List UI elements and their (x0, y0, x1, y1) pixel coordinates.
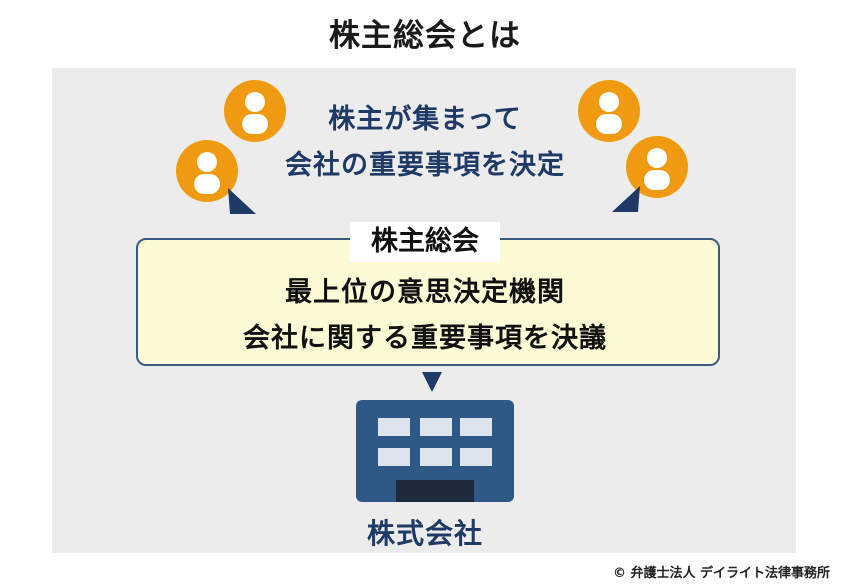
shareholder-person-icon (578, 80, 640, 142)
headline-line-2: 会社の重要事項を決定 (285, 150, 565, 181)
company-label: 株式会社 (366, 517, 483, 550)
headline-line-1: 株主が集まって (328, 104, 522, 135)
meeting-line-1: 最上位の意思決定機関 (285, 277, 565, 308)
meeting-line-2: 会社に関する重要事項を決議 (243, 323, 607, 354)
right-pointer-triangle-icon (612, 186, 640, 212)
shareholder-person-icon (176, 140, 238, 202)
shareholder-person-icon (224, 80, 286, 142)
left-pointer-triangle-icon (228, 188, 256, 214)
meeting-label: 株主総会 (350, 222, 500, 262)
copyright-notice: © 弁護士法人 デイライト法律事務所 (612, 566, 830, 581)
down-triangle-icon (422, 372, 442, 392)
company-building-icon (356, 400, 514, 502)
shareholder-person-icon (626, 136, 688, 198)
page-title: 株主総会とは (329, 18, 521, 54)
